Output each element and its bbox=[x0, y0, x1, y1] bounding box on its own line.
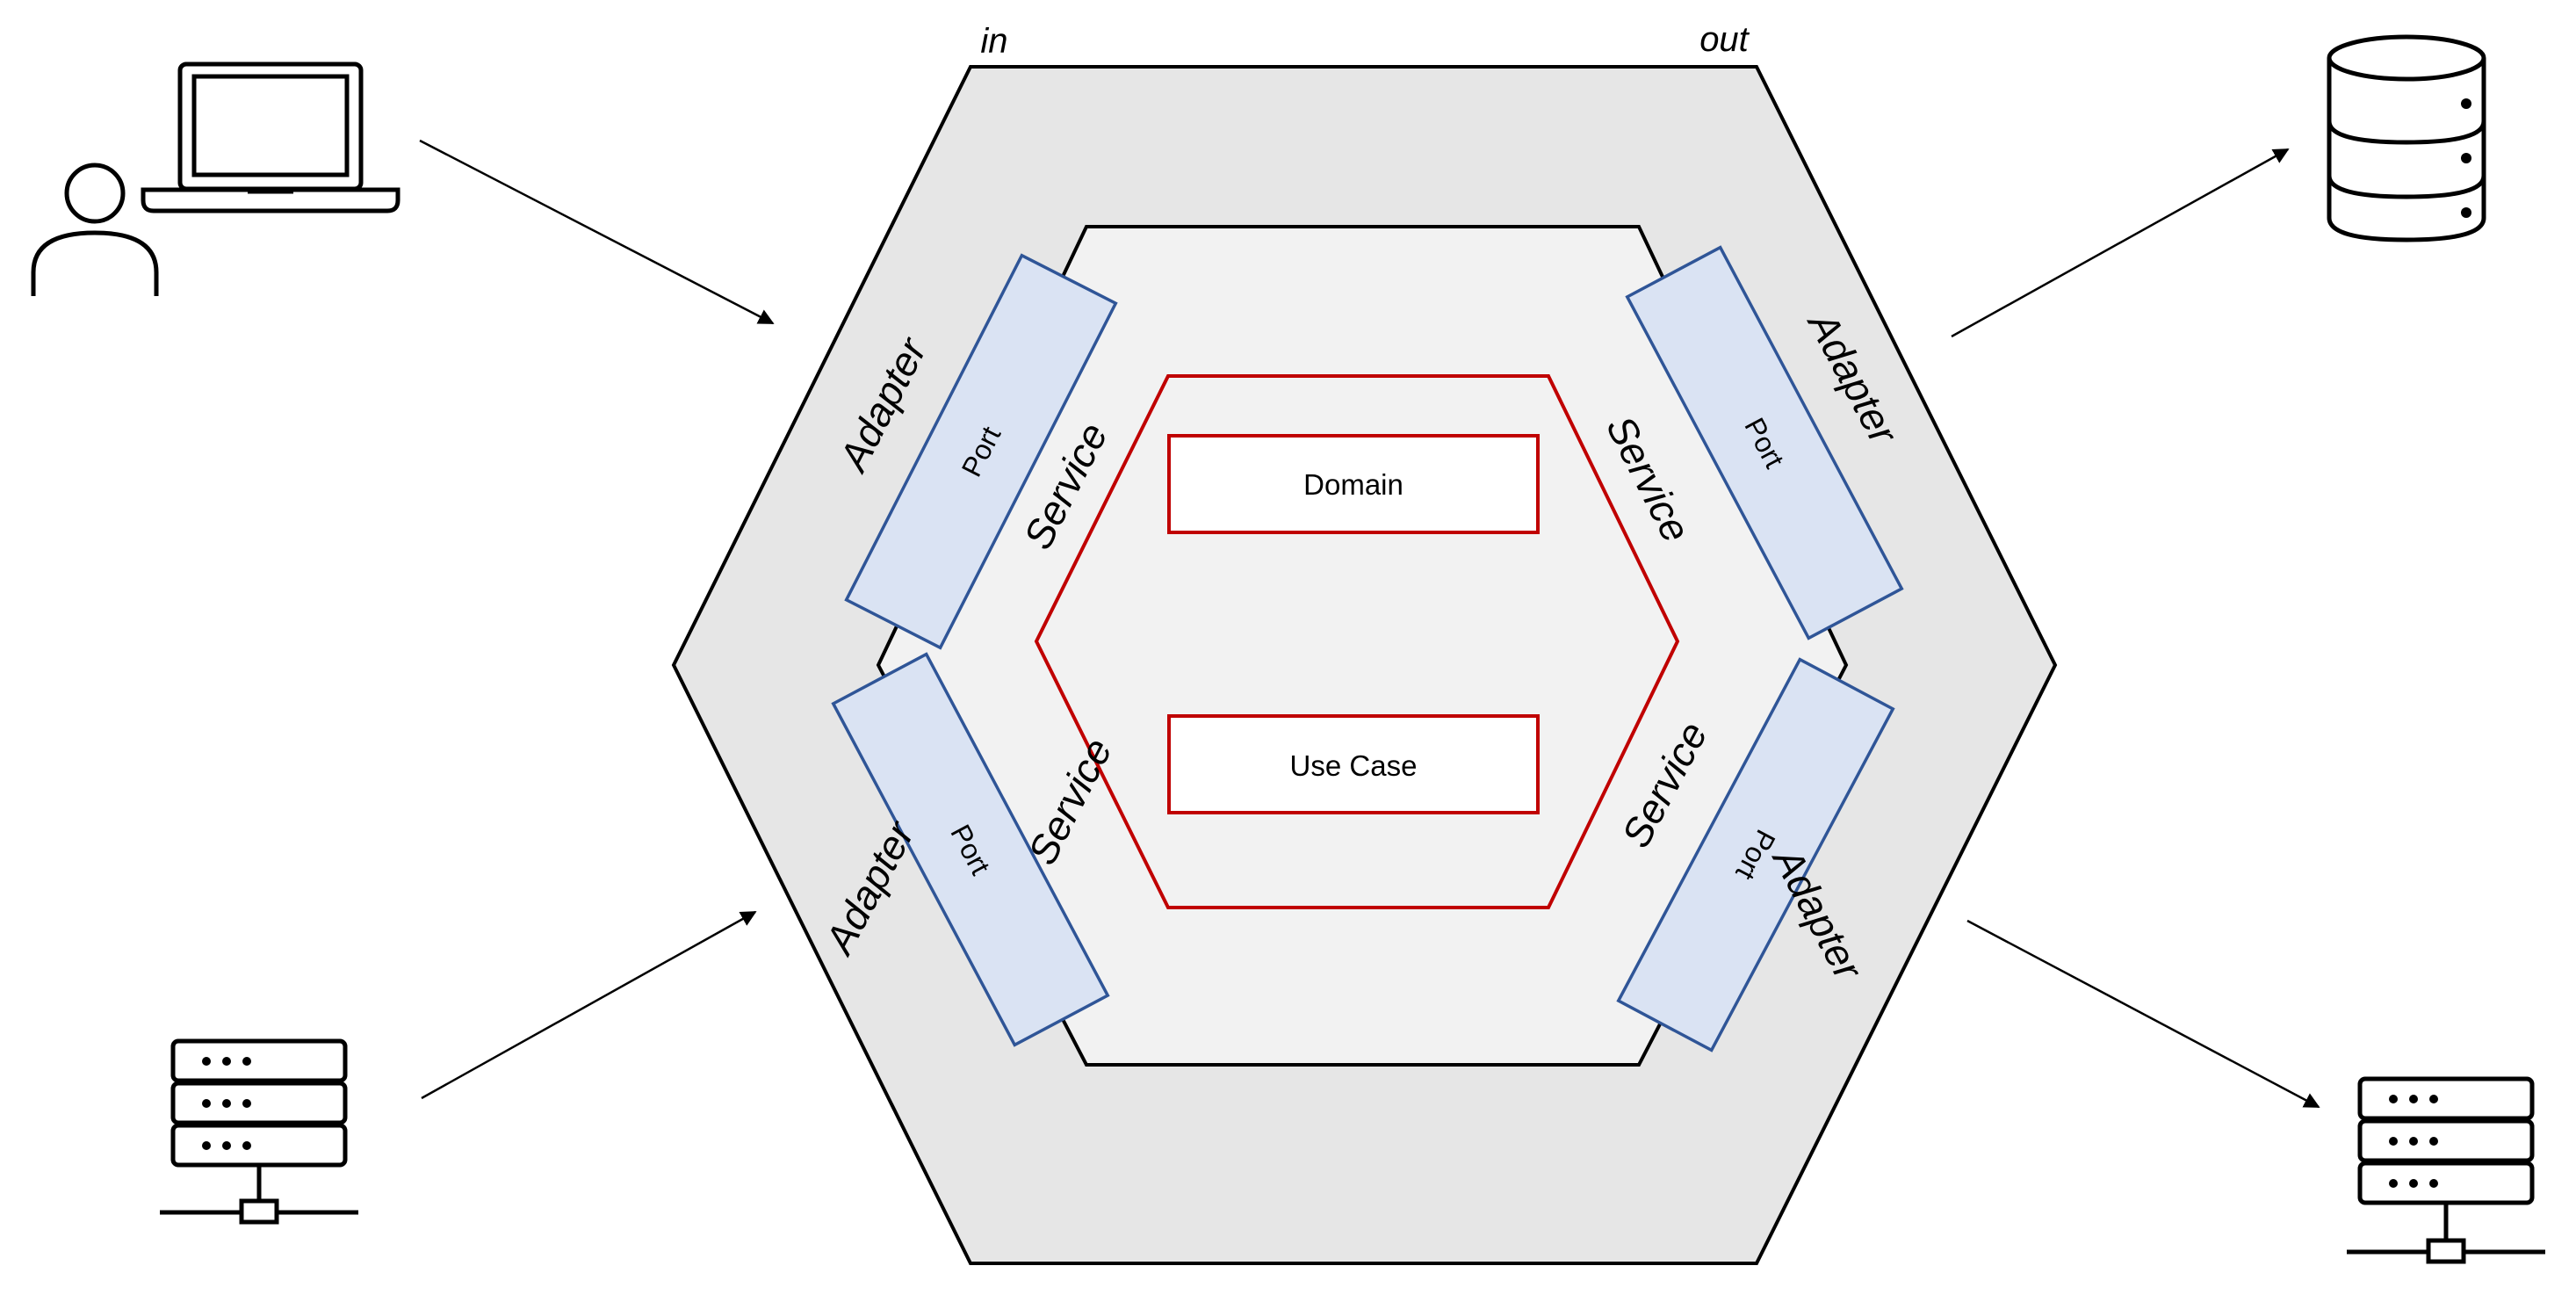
port-top-right: Port bbox=[1625, 245, 1904, 640]
database-icon bbox=[2327, 34, 2486, 242]
out-label: out bbox=[1699, 20, 1750, 59]
user-laptop-icon bbox=[31, 61, 400, 296]
domain-label: Domain bbox=[1303, 468, 1403, 501]
domain-box bbox=[1167, 434, 1540, 534]
port-bottom-left: Port bbox=[831, 652, 1110, 1047]
port-top-left: Port bbox=[844, 253, 1118, 650]
in-label: in bbox=[980, 22, 1007, 61]
port-bottom-right: Port bbox=[1616, 657, 1895, 1052]
server-icon-input bbox=[160, 1038, 358, 1225]
server-icon-output bbox=[2347, 1076, 2545, 1264]
arrow-adapter-to-database bbox=[1951, 148, 2290, 338]
arrow-server-to-adapter bbox=[421, 910, 757, 1100]
use-case-box bbox=[1167, 714, 1540, 814]
arrow-user-to-adapter bbox=[419, 139, 775, 325]
arrow-adapter-to-server bbox=[1966, 919, 2320, 1109]
use-case-label: Use Case bbox=[1290, 749, 1418, 782]
